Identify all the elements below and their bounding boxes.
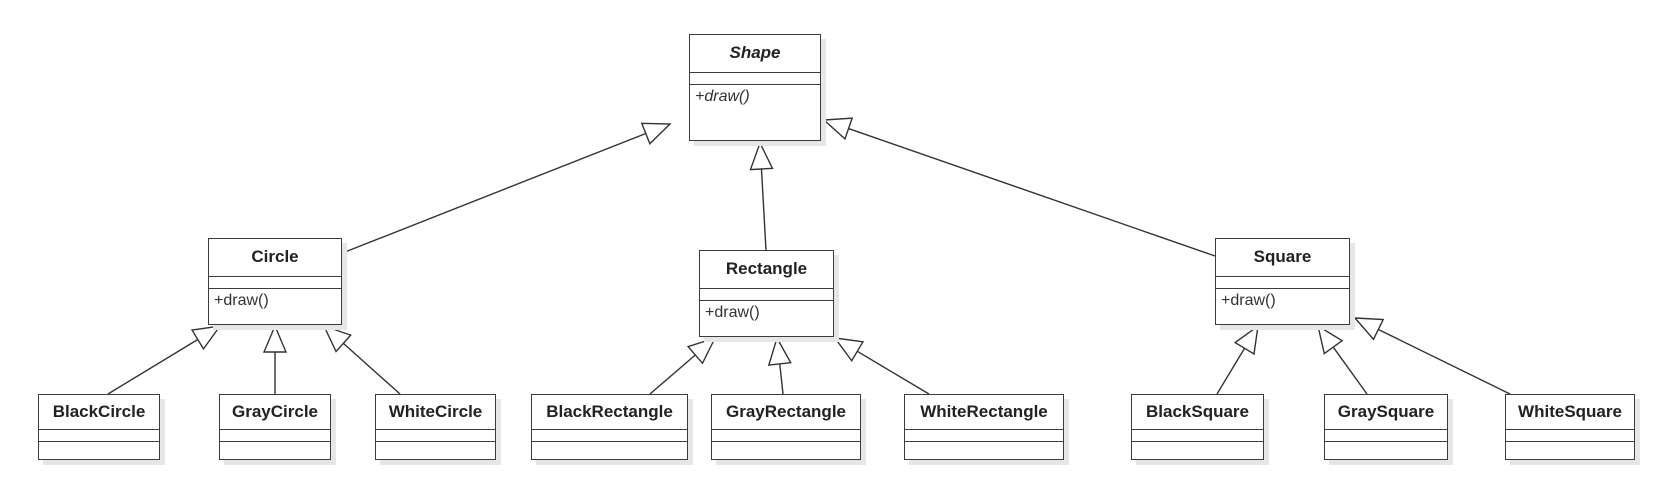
inheritance-arrowhead-black-circle [190, 325, 222, 351]
inheritance-arrowhead-black-rectangle [686, 336, 717, 365]
class-name: GraySquare [1325, 395, 1447, 430]
class-rectangle[interactable]: Rectangle +draw() [699, 250, 834, 337]
class-white-circle[interactable]: WhiteCircle [375, 394, 496, 460]
inheritance-arrowhead-gray-square [1316, 324, 1344, 355]
class-black-rectangle[interactable]: BlackRectangle [531, 394, 688, 460]
attributes-compartment [39, 430, 159, 442]
generalization-line-black-square [1216, 347, 1246, 395]
operation-draw: +draw() [695, 88, 750, 105]
inheritance-arrowhead-white-circle [322, 324, 352, 353]
class-name: Square [1216, 239, 1349, 277]
class-square[interactable]: Square +draw() [1215, 238, 1350, 325]
attributes-compartment [690, 73, 820, 85]
generalization-line-gray-rectangle [779, 363, 784, 395]
inheritance-arrowhead-gray-circle [262, 324, 288, 353]
generalization-line-black-circle [107, 338, 199, 395]
class-name: Circle [209, 239, 341, 277]
operations-compartment [532, 442, 687, 453]
class-name: Shape [690, 35, 820, 73]
attributes-compartment [1216, 277, 1349, 289]
attributes-compartment [220, 430, 330, 442]
operations-compartment [905, 442, 1063, 453]
class-name: WhiteCircle [376, 395, 495, 430]
inheritance-arrowhead-rectangle [749, 141, 774, 171]
operations-compartment [1506, 442, 1634, 453]
generalization-line-white-square [1378, 328, 1511, 395]
generalization-line-gray-square [1332, 346, 1368, 395]
attributes-compartment [532, 430, 687, 442]
class-gray-square[interactable]: GraySquare [1324, 394, 1448, 460]
generalization-line-square [848, 127, 1216, 257]
inheritance-arrowhead-white-square [1353, 317, 1385, 341]
operation-draw: +draw() [214, 292, 269, 309]
inheritance-arrowhead-gray-rectangle [767, 336, 792, 366]
operations-compartment [376, 442, 495, 453]
class-white-rectangle[interactable]: WhiteRectangle [904, 394, 1064, 460]
class-white-square[interactable]: WhiteSquare [1505, 394, 1635, 460]
class-name: Rectangle [700, 251, 833, 289]
attributes-compartment [209, 277, 341, 289]
inheritance-arrowhead-white-rectangle [833, 337, 865, 363]
class-name: GrayCircle [220, 395, 330, 430]
class-name: GrayRectangle [712, 395, 860, 430]
attributes-compartment [700, 289, 833, 301]
attributes-compartment [1506, 430, 1634, 442]
operations-compartment [1325, 442, 1447, 453]
class-gray-rectangle[interactable]: GrayRectangle [711, 394, 861, 460]
inheritance-arrowhead-black-square [1233, 324, 1259, 356]
attributes-compartment [1325, 430, 1447, 442]
class-circle[interactable]: Circle +draw() [208, 238, 342, 325]
generalization-line-white-rectangle [856, 350, 930, 395]
generalization-line-white-circle [342, 342, 401, 395]
class-name: BlackCircle [39, 395, 159, 430]
class-name: WhiteRectangle [905, 395, 1063, 430]
operation-draw: +draw() [705, 304, 760, 321]
attributes-compartment [1132, 430, 1263, 442]
operations-compartment [712, 442, 860, 453]
generalization-edges [107, 117, 1511, 395]
class-gray-circle[interactable]: GrayCircle [219, 394, 331, 460]
class-name: BlackSquare [1132, 395, 1263, 430]
class-black-square[interactable]: BlackSquare [1131, 394, 1264, 460]
generalization-line-rectangle [760, 168, 767, 251]
attributes-compartment [376, 430, 495, 442]
attributes-compartment [905, 430, 1063, 442]
operations-compartment [39, 442, 159, 453]
class-name: BlackRectangle [532, 395, 687, 430]
class-name: WhiteSquare [1506, 395, 1634, 430]
operation-draw: +draw() [1221, 292, 1276, 309]
operations-compartment [220, 442, 330, 453]
attributes-compartment [712, 430, 860, 442]
generalization-line-circle [344, 132, 647, 253]
operations-compartment [1132, 442, 1263, 453]
inheritance-arrowhead-circle [640, 122, 672, 146]
class-shape[interactable]: Shape +draw() [689, 34, 821, 141]
generalization-line-black-rectangle [649, 354, 696, 395]
inheritance-arrowhead-square [822, 117, 854, 141]
class-black-circle[interactable]: BlackCircle [38, 394, 160, 460]
